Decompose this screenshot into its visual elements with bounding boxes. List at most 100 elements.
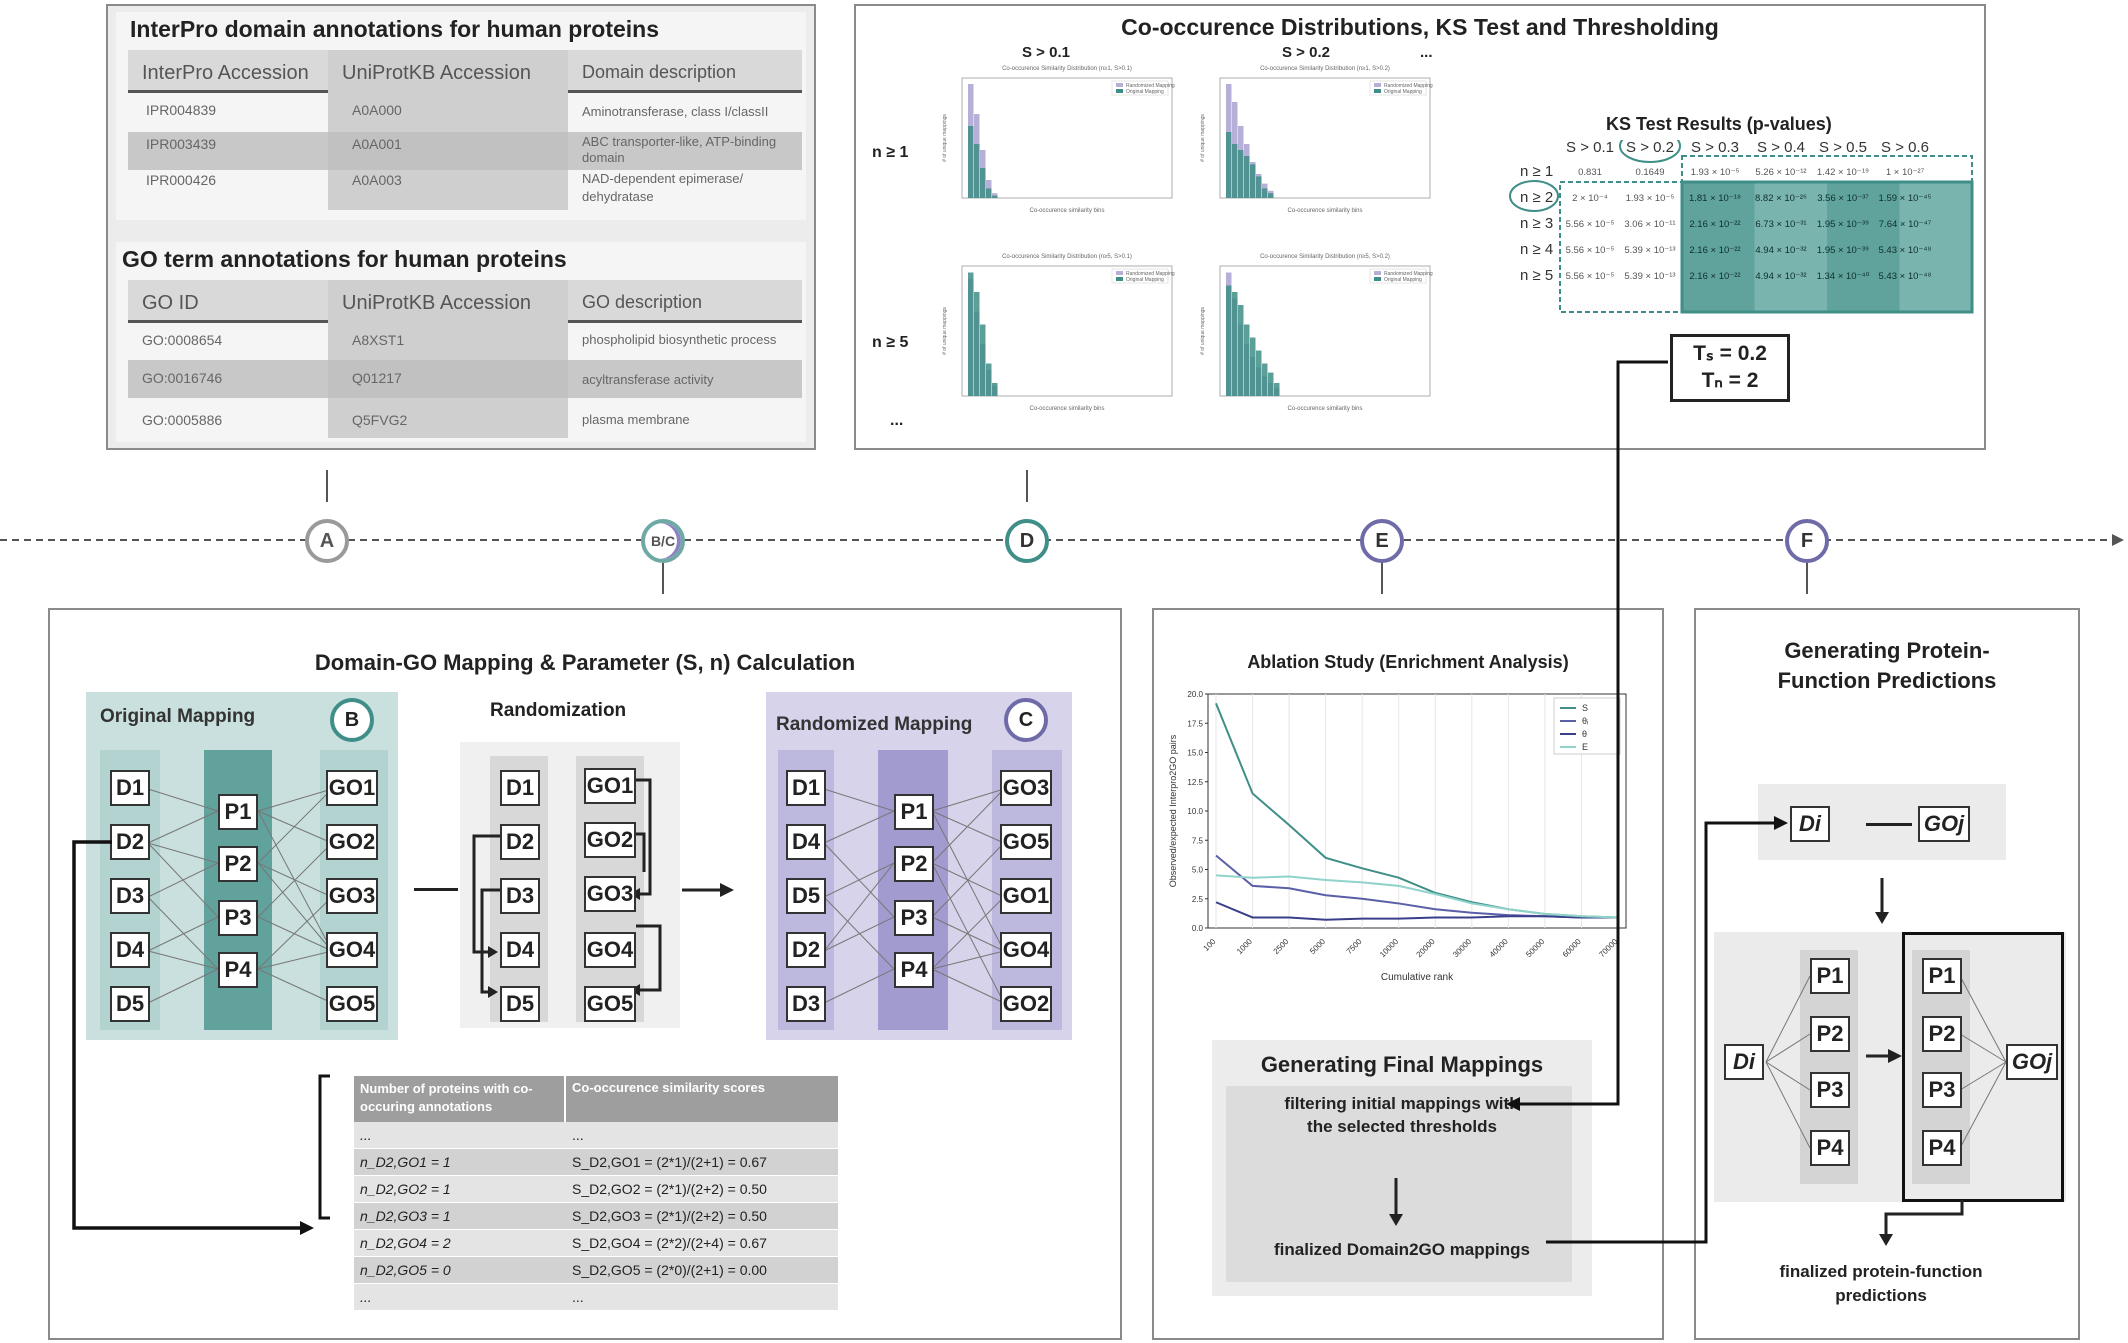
go-row-shade [128, 360, 802, 398]
table-cell: IPR003439 [146, 136, 217, 152]
node-d: D1 [500, 770, 540, 806]
plot-frame [961, 77, 1173, 199]
selected-n-circle [1509, 180, 1559, 212]
hist-bar [1238, 150, 1244, 198]
node-p: P3 [1922, 1072, 1962, 1108]
hist-bar [1256, 350, 1262, 396]
legend-label: Randomized Mapping [1126, 83, 1175, 89]
hist-bar [1268, 193, 1274, 198]
node-go: GO5 [584, 986, 636, 1022]
node-d: D3 [110, 878, 150, 914]
calc-cell-n: n_D2,GO3 = 1 [360, 1208, 451, 1224]
x-tick-label: 5000 [1308, 937, 1327, 956]
finalized-predictions-text: finalized protein-function predictions [1779, 1262, 1983, 1305]
y-axis-label: Observed/expected Interpro2GO pairs [1168, 734, 1178, 887]
x-tick-label: 2500 [1272, 937, 1291, 956]
plot-ylabel: # of unique mappings [942, 307, 948, 355]
interpro-col-head: Domain description [582, 62, 737, 82]
d2-arrow [72, 840, 330, 1235]
node-d: D4 [110, 932, 150, 968]
y-tick-label: 17.5 [1187, 719, 1203, 728]
calc-cell-s: S_D2,GO3 = (2*1)/(2+2) = 0.50 [572, 1208, 767, 1224]
legend-label: θ [1582, 729, 1587, 739]
ks-cell: 1.34 × 10⁻⁴⁰ [1817, 271, 1870, 282]
hist-bar [1244, 324, 1250, 396]
hist-bar [1226, 285, 1232, 396]
node-go: GO5 [326, 986, 378, 1022]
calc-row: n_D2,GO3 = 1 S_D2,GO3 = (2*1)/(2+2) = 0.5… [354, 1203, 838, 1229]
node-d: D2 [786, 932, 826, 968]
region-outline [1680, 180, 1974, 314]
node-go: GO4 [584, 932, 636, 968]
randomization-title: Randomization [490, 700, 627, 721]
hist-bar [974, 292, 980, 396]
ks-cell: 1.42 × 10⁻¹⁹ [1817, 167, 1869, 178]
table-cell: GO:0016746 [142, 370, 223, 386]
interpro-row-shade [128, 132, 802, 170]
table-cell: Q01217 [352, 370, 402, 386]
node-d: D3 [500, 878, 540, 914]
table-cell: IPR004839 [146, 102, 217, 118]
ks-cell: 1.93 × 10⁻⁵ [1691, 167, 1740, 178]
table-cell: Q5FVG2 [352, 412, 408, 428]
ks-panel-title: Co-occurence Distributions, KS Test and … [1121, 14, 1719, 40]
y-tick-label: 10.0 [1187, 807, 1203, 816]
finalized-mappings-text: finalized Domain2GO mappings [1274, 1240, 1530, 1259]
node-p: P3 [1810, 1072, 1850, 1108]
legend-box [1369, 80, 1427, 96]
legend-swatch [1116, 277, 1123, 281]
hist-bar [1268, 372, 1274, 396]
ks-cell: 5.43 × 10⁻⁴⁸ [1879, 271, 1932, 282]
hist-bar [986, 188, 992, 198]
node-go: GO3 [584, 876, 636, 912]
row-head: ... [890, 412, 904, 429]
interpro-col-head: UniProtKB Accession [342, 62, 531, 84]
hist-bar [1226, 132, 1232, 198]
row-head: n ≥ 1 [872, 144, 909, 161]
table-cell: GO:0005886 [142, 412, 223, 428]
ks-col-head: S > 0.3 [1691, 140, 1739, 156]
ablation-title: Ablation Study (Enrichment Analysis) [1247, 652, 1569, 672]
mapping-panel: Domain-GO Mapping & Parameter (S, n) Cal… [48, 608, 1122, 1340]
ks-cell: 4.94 × 10⁻³² [1755, 245, 1806, 256]
node-d: D5 [110, 986, 150, 1022]
legend-label: Original Mapping [1126, 89, 1164, 95]
table-cell: acyltransferase activity [582, 372, 714, 387]
calc-cell-n: ... [360, 1289, 372, 1305]
ks-cell: 1.95 × 10⁻³⁹ [1817, 245, 1869, 256]
hist-bar [992, 383, 998, 396]
y-tick-label: 7.5 [1192, 836, 1204, 845]
down-arrow-icon [1389, 1178, 1403, 1226]
legend-label: Randomized Mapping [1126, 271, 1175, 277]
x-tick-label: 20000 [1415, 937, 1437, 959]
legend-label: Randomized Mapping [1384, 271, 1433, 277]
ks-cell: 1.59 × 10⁻⁴⁵ [1879, 193, 1932, 204]
y-tick-label: 5.0 [1192, 866, 1204, 875]
col-head: S > 0.2 [1282, 44, 1330, 61]
legend-label: S [1582, 703, 1588, 713]
hist-bar [980, 324, 986, 396]
node-d: D4 [500, 932, 540, 968]
hist-n1-s02: Co-occurence Similarity Distribution (n≥… [1200, 66, 1433, 214]
node-p: P1 [894, 794, 934, 830]
legend-label: Original Mapping [1126, 277, 1164, 283]
plot-title: Co-occurence Similarity Distribution (n≥… [1002, 254, 1132, 260]
node-di: Di [1724, 1044, 1764, 1080]
node-go: GO2 [326, 824, 378, 860]
hist-bar [1274, 383, 1280, 396]
randomization-box [460, 742, 680, 1028]
ks-row-head: n ≥ 3 [1520, 215, 1553, 232]
plot-xlabel: Co-occurence similarity bins [1287, 208, 1362, 214]
node-d: D2 [110, 824, 150, 860]
ks-row-head: n ≥ 4 [1520, 241, 1553, 258]
x-tick-label: 60000 [1561, 937, 1583, 959]
ks-cell: 2.16 × 10⁻²² [1689, 245, 1740, 256]
hist-n5-s01: Co-occurence Similarity Distribution (n≥… [942, 254, 1175, 412]
connector-f [1806, 560, 1808, 594]
node-go: GO3 [326, 878, 378, 914]
node-p: P1 [218, 794, 258, 830]
down-arrow-icon [1875, 878, 1889, 924]
table-cell: A0A000 [352, 102, 402, 118]
